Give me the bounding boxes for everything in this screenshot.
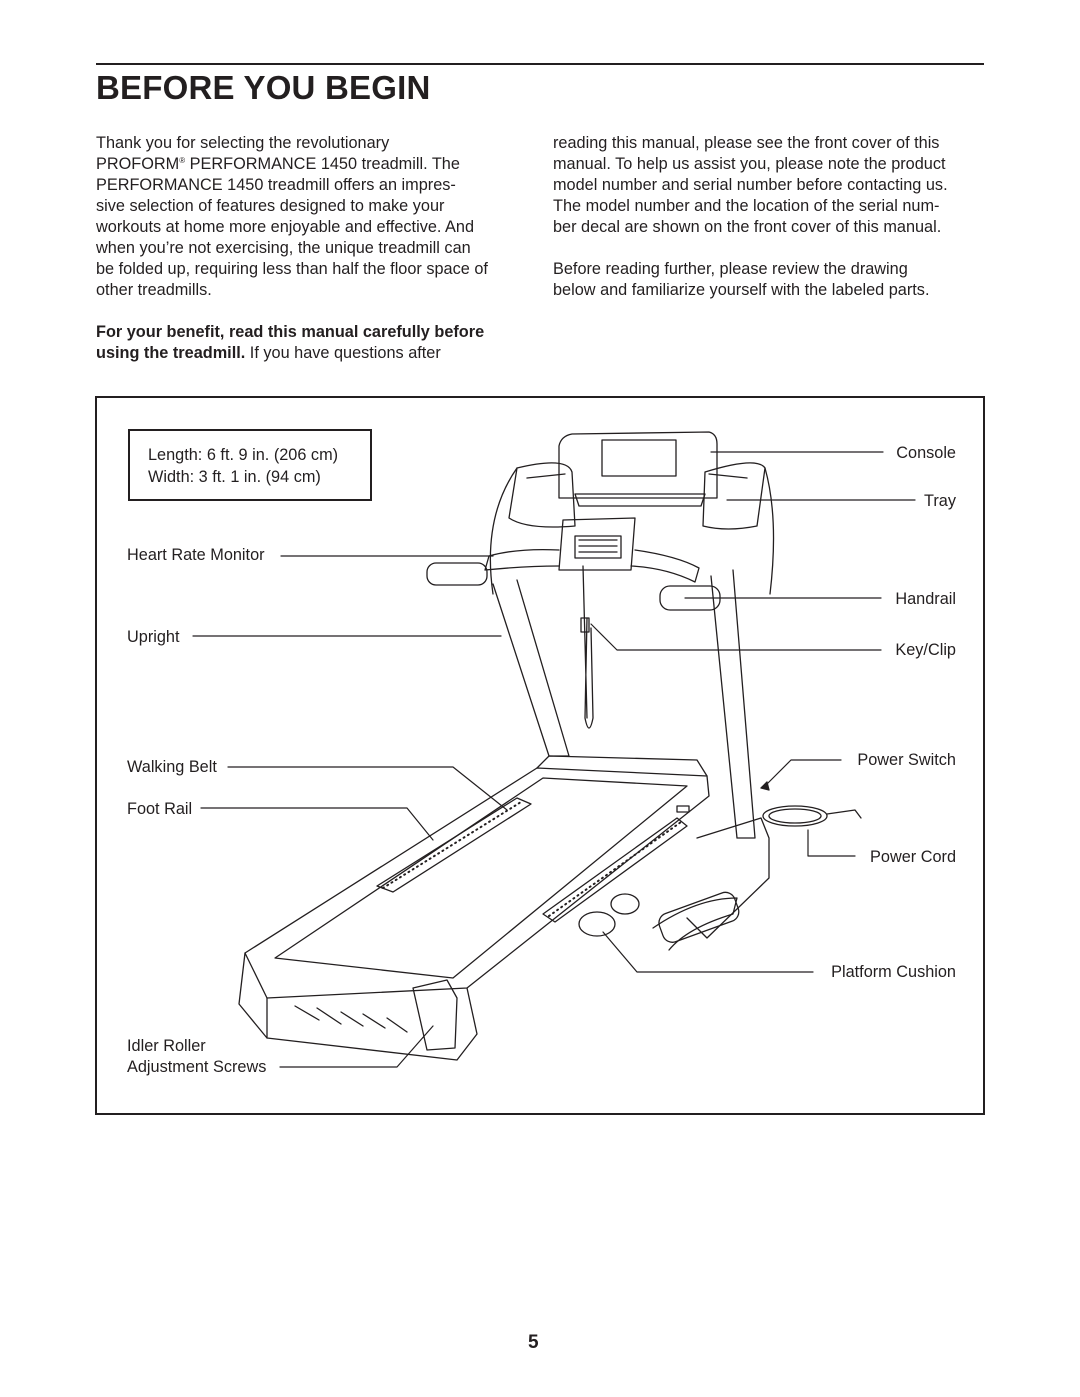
intro-line-5: workouts at home more enjoyable and effe… [96, 218, 475, 236]
page-number: 5 [528, 1332, 539, 1353]
frame-arch [489, 467, 775, 595]
review-paragraph: Before reading further, please review th… [553, 259, 985, 301]
benefit-bold-1: For your benefit, read this manual caref… [96, 323, 485, 341]
deck-outline [244, 767, 710, 999]
leader-power-cord [807, 829, 856, 857]
contact-line-3: model number and serial number before co… [553, 176, 948, 194]
motor-hood [686, 817, 770, 939]
leader-key-clip [590, 623, 882, 651]
leader-idler [279, 1025, 434, 1068]
brand-name: PROFORM [96, 155, 180, 173]
label-key-clip: Key/Clip [895, 641, 956, 659]
label-platform-cushion: Platform Cushion [831, 963, 956, 981]
console-shape [558, 431, 718, 499]
contact-line-1: reading this manual, please see the fron… [553, 134, 940, 152]
handrail-grip-left [426, 562, 488, 586]
right-column: reading this manual, please see the fron… [553, 133, 985, 322]
power-cord [762, 805, 828, 827]
intro-line-4: sive selection of features designed to m… [96, 197, 445, 215]
label-power-cord: Power Cord [870, 848, 956, 866]
leader-foot-rail [200, 807, 434, 841]
label-idler-roller: Idler Roller [127, 1037, 206, 1055]
upright-right [710, 569, 756, 839]
console-display [601, 439, 677, 477]
label-adjustment-screws: Adjustment Screws [127, 1058, 267, 1076]
label-upright: Upright [127, 628, 180, 646]
heart-rate-monitor [558, 517, 636, 571]
rear-slots [294, 1005, 408, 1033]
intro-line-1: Thank you for selecting the revolutionar… [96, 134, 390, 152]
treadmill-figure: Length: 6 ft. 9 in. (206 cm) Width: 3 ft… [95, 396, 985, 1115]
intro-line-7: be folded up, requiring less than half t… [96, 260, 488, 278]
foot-rail-right [542, 817, 688, 923]
intro-line-3: PERFORMANCE 1450 treadmill offers an imp… [96, 176, 456, 194]
foot-rail-left [376, 797, 532, 893]
key-clip [582, 565, 594, 729]
review-line-2: below and familiarize yourself with the … [553, 281, 930, 299]
label-foot-rail: Foot Rail [127, 800, 193, 818]
registered-mark: ® [179, 156, 186, 165]
benefit-bold-2: using the treadmill. [96, 344, 246, 362]
contact-line-4: The model number and the location of the… [553, 197, 940, 215]
platform-cushion [578, 911, 616, 937]
leader-platform [602, 931, 814, 973]
heading-rule [96, 63, 984, 65]
handrail-left [484, 548, 560, 571]
leader-walking-belt [227, 766, 508, 811]
dimensions-box: Length: 6 ft. 9 in. (206 cm) Width: 3 ft… [128, 429, 372, 501]
benefit-rest: If you have questions after [245, 344, 441, 362]
intro-line-6: when you’re not exercising, the unique t… [96, 239, 471, 257]
treadmill-drawing [192, 431, 916, 1068]
width-dimension: Width: 3 ft. 1 in. (94 cm) [148, 468, 321, 486]
contact-line-2: manual. To help us assist you, please no… [553, 155, 946, 173]
contact-paragraph: reading this manual, please see the fron… [553, 133, 985, 238]
left-column: Thank you for selecting the revolutionar… [96, 133, 528, 385]
page-title: BEFORE YOU BEGIN [96, 69, 431, 106]
console-tray [508, 462, 576, 528]
intro-line-8: other treadmills. [96, 281, 212, 299]
label-power-switch: Power Switch [857, 751, 956, 769]
label-walking-belt: Walking Belt [127, 758, 217, 776]
intro-line-2: PROFORM® PERFORMANCE 1450 treadmill. The [96, 155, 460, 173]
review-line-1: Before reading further, please review th… [553, 260, 908, 278]
label-tray: Tray [924, 492, 956, 510]
rear-frame [238, 952, 478, 1061]
label-heart-rate-monitor: Heart Rate Monitor [127, 546, 265, 564]
length-dimension: Length: 6 ft. 9 in. (206 cm) [148, 446, 339, 464]
contact-line-5: ber decal are shown on the front cover o… [553, 218, 942, 236]
upright-left [492, 579, 570, 757]
intro-paragraph: Thank you for selecting the revolutionar… [96, 133, 528, 301]
label-handrail: Handrail [895, 590, 956, 608]
leader-power-switch [762, 759, 842, 789]
label-console: Console [896, 444, 956, 462]
benefit-paragraph: For your benefit, read this manual caref… [96, 322, 528, 364]
rear-roller-cap [412, 979, 458, 1051]
